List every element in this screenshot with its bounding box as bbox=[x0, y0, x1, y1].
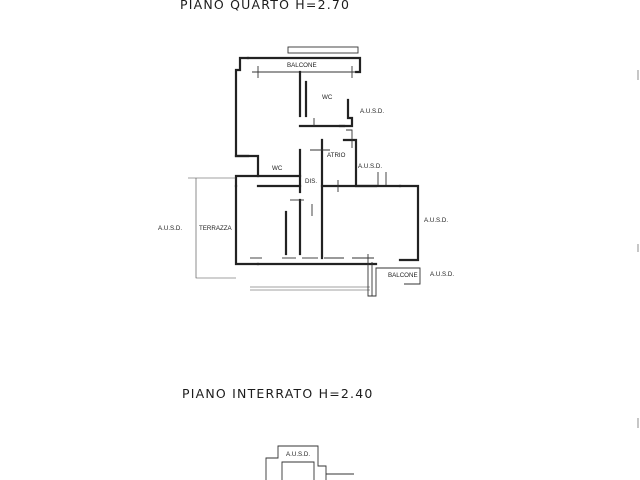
basement-wall-inner bbox=[281, 461, 315, 480]
upper-floor-plan: BALCONE WC A.U.S.D. ATRIO A.U.S.D. WC DI… bbox=[158, 46, 639, 428]
basement-wall-top bbox=[265, 445, 327, 480]
label-ausd-left: A.U.S.D. bbox=[158, 225, 182, 232]
exterior-wall-upper-room bbox=[234, 56, 250, 158]
label-ausd-mid: A.U.S.D. bbox=[358, 163, 382, 170]
exterior-wall-left bbox=[234, 184, 260, 266]
label-wc-top: WC bbox=[322, 94, 333, 101]
exterior-wall-right bbox=[398, 184, 420, 262]
label-terrazza: TERRAZZA bbox=[199, 225, 233, 232]
label-balcone-top: BALCONE bbox=[287, 62, 317, 69]
balcony-bottom bbox=[367, 254, 421, 297]
label-balcone-bottom: BALCONE bbox=[388, 272, 418, 279]
label-ausd-upper-right: A.U.S.D. bbox=[360, 108, 384, 115]
label-ausd-right-low: A.U.S.D. bbox=[424, 217, 448, 224]
label-wc-mid: WC bbox=[272, 165, 283, 172]
label-ausd-basement: A.U.S.D. bbox=[286, 451, 310, 458]
label-atrio: ATRIO bbox=[327, 152, 346, 159]
basement-floor-plan: A.U.S.D. bbox=[265, 445, 354, 480]
floor-title-piano-quarto: PIANO QUARTO H=2.70 bbox=[180, 0, 351, 12]
balcony-rail-top bbox=[287, 46, 359, 54]
label-dis: DIS. bbox=[305, 178, 317, 185]
terrace-outline bbox=[195, 178, 236, 279]
window-marks bbox=[250, 66, 374, 259]
floor-title-piano-interrato: PIANO INTERRATO H=2.40 bbox=[182, 386, 374, 401]
door-frame-right bbox=[346, 129, 353, 148]
wall-upper-room-bottom bbox=[234, 154, 260, 188]
label-ausd-bottom: A.U.S.D. bbox=[430, 271, 454, 278]
exterior-wall-upper-right bbox=[338, 98, 354, 128]
exterior-wall-top bbox=[246, 56, 362, 74]
